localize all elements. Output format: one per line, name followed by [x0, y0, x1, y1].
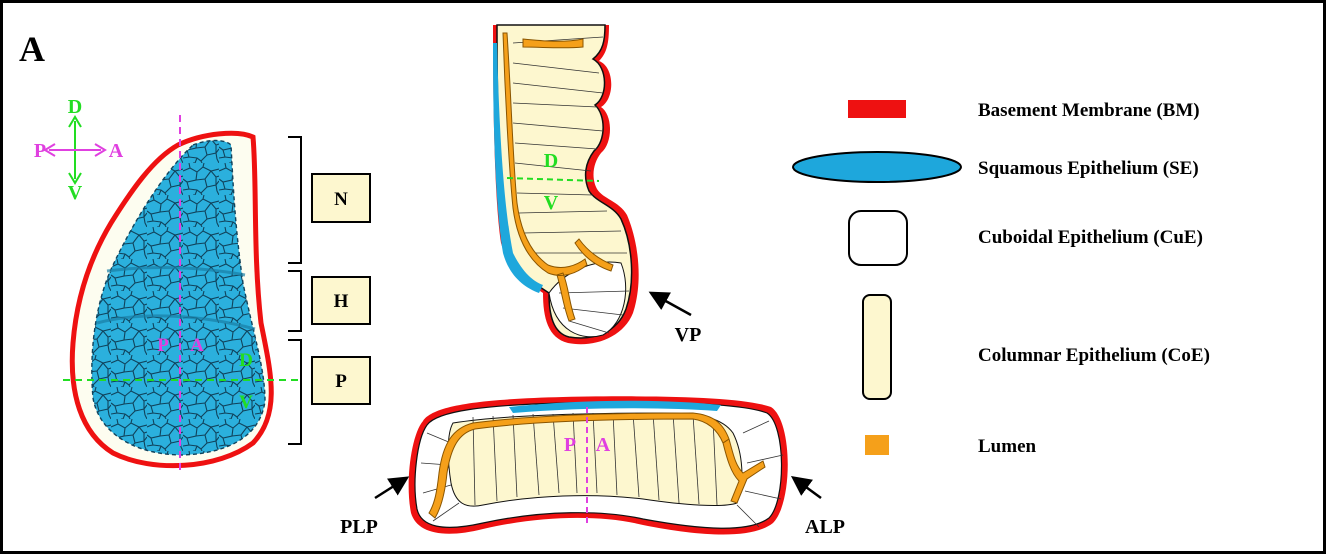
- lp-p-marker: P: [564, 434, 576, 456]
- legend-swatch-bm: [848, 100, 906, 118]
- axis-ventral-label: V: [68, 182, 83, 204]
- disc-d-marker: D: [239, 350, 253, 371]
- vp-arrow: [653, 294, 691, 315]
- zone-label-n: N: [334, 189, 348, 210]
- zone-label-h: H: [334, 291, 349, 312]
- legend-label-coe: Columnar Epithelium (CoE): [978, 345, 1210, 366]
- bracket-p: [288, 340, 301, 444]
- legend-label-bm: Basement Membrane (BM): [978, 100, 1200, 121]
- legend-swatch-coe: [863, 295, 891, 399]
- wing-disc: P A D V: [63, 115, 299, 471]
- lp-section: P A PLP ALP: [340, 396, 845, 538]
- lp-a-marker: A: [596, 434, 611, 456]
- vp-v-marker: V: [544, 192, 559, 214]
- panel-label: A: [19, 29, 45, 69]
- bracket-n: [288, 137, 301, 263]
- bracket-h: [288, 271, 301, 331]
- vp-callout-label: VP: [675, 324, 702, 346]
- legend-label-cue: Cuboidal Epithelium (CuE): [978, 227, 1203, 248]
- legend-label-lumen: Lumen: [978, 436, 1037, 457]
- tissue-legend: Basement Membrane (BM) Squamous Epitheli…: [793, 100, 1210, 457]
- axis-anterior-label: A: [109, 140, 124, 162]
- legend-swatch-se: [793, 152, 961, 182]
- alp-arrow: [795, 479, 821, 498]
- axis-posterior-label: P: [34, 140, 46, 162]
- vp-section: D V VP: [493, 25, 701, 346]
- legend-swatch-cue: [849, 211, 907, 265]
- vp-d-marker: D: [544, 150, 558, 172]
- disc-p-marker: P: [157, 335, 169, 356]
- orientation-axes: D V P A: [34, 96, 124, 204]
- axis-dorsal-label: D: [68, 96, 82, 118]
- legend-label-se: Squamous Epithelium (SE): [978, 158, 1199, 179]
- zone-brackets: N H P: [288, 137, 370, 444]
- diagram-canvas: A D V P A P A D V N H P: [3, 3, 1326, 557]
- plp-arrow: [375, 479, 405, 498]
- disc-a-marker: A: [190, 335, 204, 356]
- plp-callout-label: PLP: [340, 516, 378, 538]
- disc-v-marker: V: [239, 392, 253, 413]
- alp-callout-label: ALP: [805, 516, 845, 538]
- zone-label-p: P: [335, 371, 347, 392]
- legend-swatch-lumen: [865, 435, 889, 455]
